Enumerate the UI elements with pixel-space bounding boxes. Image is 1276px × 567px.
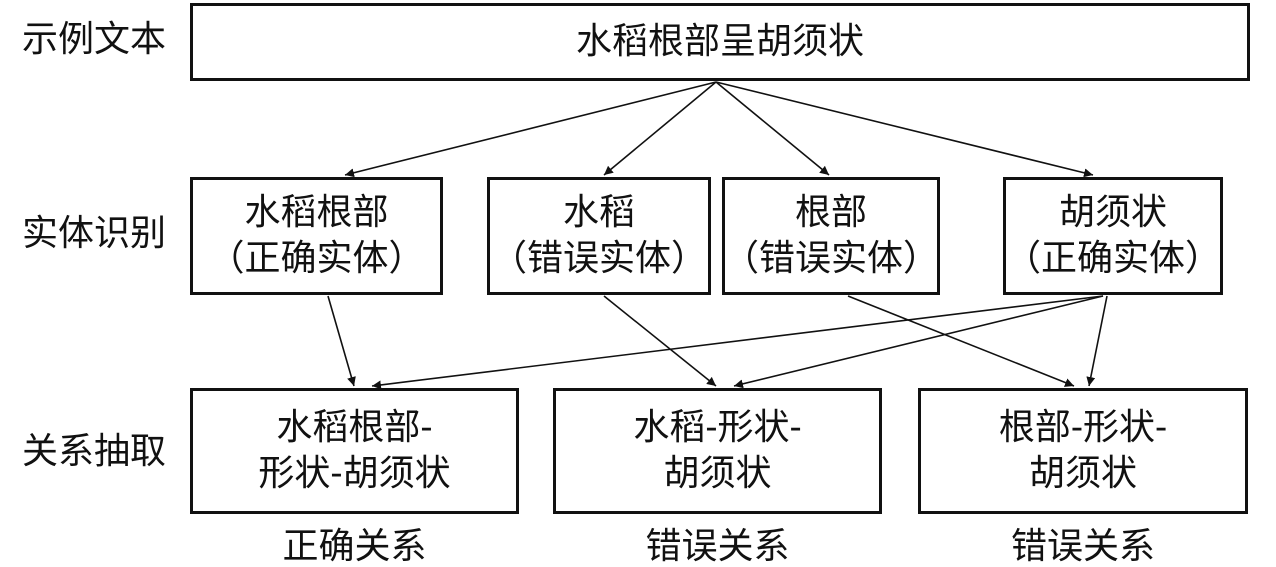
entity-box-1: 水稻根部 （正确实体）	[190, 177, 443, 295]
arrow-entity4-to-relation2	[733, 295, 1104, 389]
entity-box-2: 水稻 （错误实体）	[487, 177, 711, 295]
relation-verdict-3: 错误关系	[1010, 526, 1155, 567]
relation-line-1: 水稻-形状-	[633, 407, 802, 448]
relation-line-2: 胡须状	[663, 453, 772, 494]
arrow-text-to-entity-4	[715, 81, 1094, 178]
entity-box-3: 根部 （错误实体）	[722, 177, 940, 295]
arrow-entity3-to-relation3	[847, 295, 1075, 387]
relation-line-1: 水稻根部-	[276, 407, 433, 448]
row-label-relation-extraction: 关系抽取	[22, 431, 167, 472]
arrow-text-to-entity-1	[344, 81, 717, 178]
entity-status: （错误实体）	[490, 238, 707, 279]
arrow-entity4-to-relation3	[1086, 295, 1108, 387]
arrow-entity4-to-relation1	[371, 295, 1104, 390]
relation-verdict-1: 正确关系	[282, 526, 427, 567]
relation-box-1: 水稻根部- 形状-胡须状	[190, 388, 519, 514]
relation-line-2: 胡须状	[1028, 453, 1137, 494]
entity-box-4: 胡须状 （正确实体）	[1003, 177, 1223, 295]
entity-name: 水稻	[562, 192, 635, 233]
relation-box-2: 水稻-形状- 胡须状	[553, 388, 882, 514]
arrow-entity2-to-relation2	[603, 295, 717, 387]
arrow-text-to-entity-3	[715, 81, 830, 176]
entity-status: （正确实体）	[1005, 238, 1222, 279]
arrow-text-to-entity-2	[603, 81, 717, 176]
example-text: 水稻根部呈胡须状	[575, 21, 864, 62]
example-text-box: 水稻根部呈胡须状	[190, 3, 1250, 81]
entity-name: 水稻根部	[244, 192, 389, 233]
entity-name: 根部	[794, 192, 867, 233]
relation-line-1: 根部-形状-	[998, 407, 1168, 448]
arrow-entity1-to-relation1	[327, 295, 356, 387]
relation-line-2: 形状-胡须状	[258, 453, 451, 494]
relation-verdict-2: 错误关系	[645, 526, 790, 567]
row-label-entity-recognition: 实体识别	[22, 213, 167, 254]
relation-box-3: 根部-形状- 胡须状	[918, 388, 1248, 514]
entity-status: （错误实体）	[723, 238, 940, 279]
row-label-example-text: 示例文本	[22, 19, 167, 60]
entity-name: 胡须状	[1058, 192, 1167, 233]
entity-status: （正确实体）	[208, 238, 425, 279]
